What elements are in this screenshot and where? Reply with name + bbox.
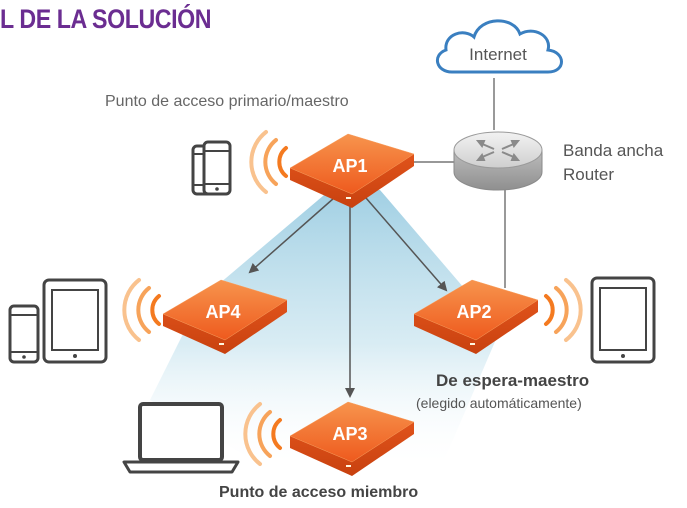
coverage-beam [150, 190, 500, 470]
wifi-signal-icon [122, 278, 161, 342]
page-title: L DE LA SOLUCIÓN [0, 4, 212, 34]
router-icon [453, 131, 543, 191]
ap3-label: AP3 [332, 424, 367, 444]
wifi-signal-icon [249, 130, 288, 194]
arrow-ap1-ap4 [248, 197, 335, 274]
smartphone-icon [202, 140, 232, 196]
tablet-icon [590, 276, 656, 364]
internet-label: Internet [469, 45, 527, 64]
ap2-label: AP2 [456, 302, 491, 322]
internet-cloud-icon: Internet [436, 19, 563, 74]
wifi-signal-icon [544, 278, 583, 342]
tablet-icon [42, 278, 108, 364]
primary-ap-label: Punto de acceso primario/maestro [105, 93, 349, 110]
router-label: Banda ancha Router [563, 139, 663, 187]
ap1-label: AP1 [332, 156, 367, 176]
access-point-ap1: AP1 [289, 133, 415, 208]
ap4-label: AP4 [205, 302, 240, 322]
smartphone-icon [8, 304, 40, 364]
router-label-line1: Banda ancha [563, 141, 664, 160]
standby-master-label: De espera-maestro [436, 371, 590, 390]
laptop-icon [122, 402, 240, 474]
router-label-line2: Router [563, 165, 615, 184]
access-point-ap4: AP4 [162, 279, 288, 354]
access-point-ap3: AP3 [289, 401, 415, 476]
wifi-signal-icon [243, 402, 282, 466]
standby-master-sublabel: (elegido automáticamente) [416, 395, 582, 411]
access-point-ap2: AP2 [413, 279, 539, 354]
arrow-ap1-ap2 [365, 197, 448, 292]
member-ap-label: Punto de acceso miembro [219, 484, 419, 501]
